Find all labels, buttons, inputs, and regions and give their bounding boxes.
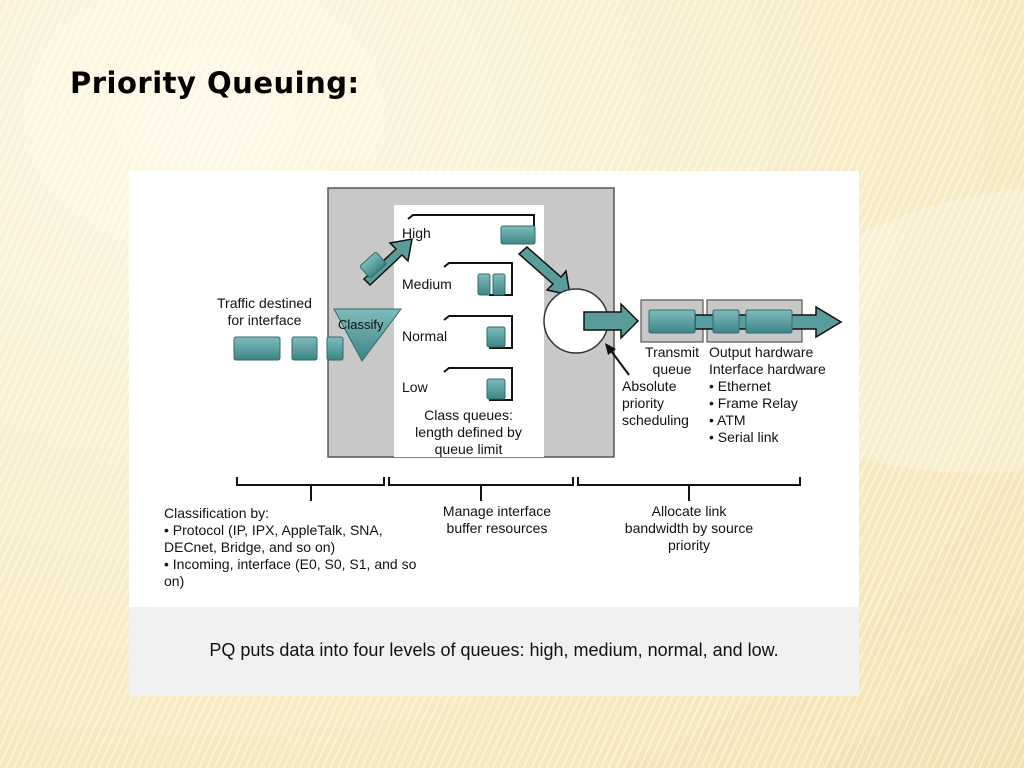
classify-label: Classify (338, 317, 384, 332)
output-hardware-list: • Ethernet • Frame Relay • ATM • Serial … (709, 378, 798, 446)
classification-list: • Protocol (IP, IPX, AppleTalk, SNA, DEC… (164, 522, 426, 590)
queue-label-normal: Normal (402, 328, 448, 344)
output-hardware-title: Output hardware (709, 344, 814, 360)
high-to-scheduler-arrow (517, 246, 571, 296)
queue-label-low: Low (402, 379, 428, 395)
diagram-graphics (233, 187, 843, 501)
output-hardware-subtitle: Interface hardware (709, 361, 826, 377)
output-arrow-packets (648, 309, 793, 334)
transmit-queue-label: Transmit queue (645, 344, 699, 377)
scheduler-label: Absolute priority scheduling (622, 378, 689, 428)
slide-title: Priority Queuing: (70, 66, 360, 100)
priority-queuing-figure: Traffic destined for interface Classify … (129, 171, 859, 696)
classify-funnel (333, 308, 402, 362)
incoming-packets (233, 336, 344, 361)
figure-caption: PQ puts data into four levels of queues:… (209, 640, 779, 660)
class-queues-area (394, 205, 544, 457)
caption-band (129, 607, 859, 696)
scheduler-pointer (608, 347, 630, 376)
traffic-label: Traffic destined for interface (217, 295, 312, 328)
list-item: • Ethernet (709, 378, 771, 394)
list-item: • Frame Relay (709, 395, 798, 411)
queued-packets (477, 225, 536, 400)
classification-title: Classification by: (164, 505, 270, 521)
scheduler-to-transmit-arrow (583, 302, 640, 340)
list-item: • Protocol (IP, IPX, AppleTalk, SNA, DEC… (164, 522, 383, 555)
list-item: • ATM (709, 412, 746, 428)
classify-to-high-arrow (359, 238, 413, 287)
scheduler-pointer-head (605, 343, 616, 355)
class-queues-note: Class queues: length defined by queue li… (415, 407, 522, 457)
list-item: • Serial link (709, 429, 779, 445)
queue-label-high: High (402, 225, 431, 241)
manage-label: Manage interface buffer resources (442, 503, 552, 536)
section-brackets (236, 477, 801, 501)
list-item: • Incoming, interface (E0, S0, S1, and s… (164, 556, 417, 589)
allocate-label: Allocate link bandwidth by source priori… (624, 503, 754, 553)
queue-label-medium: Medium (402, 276, 452, 292)
